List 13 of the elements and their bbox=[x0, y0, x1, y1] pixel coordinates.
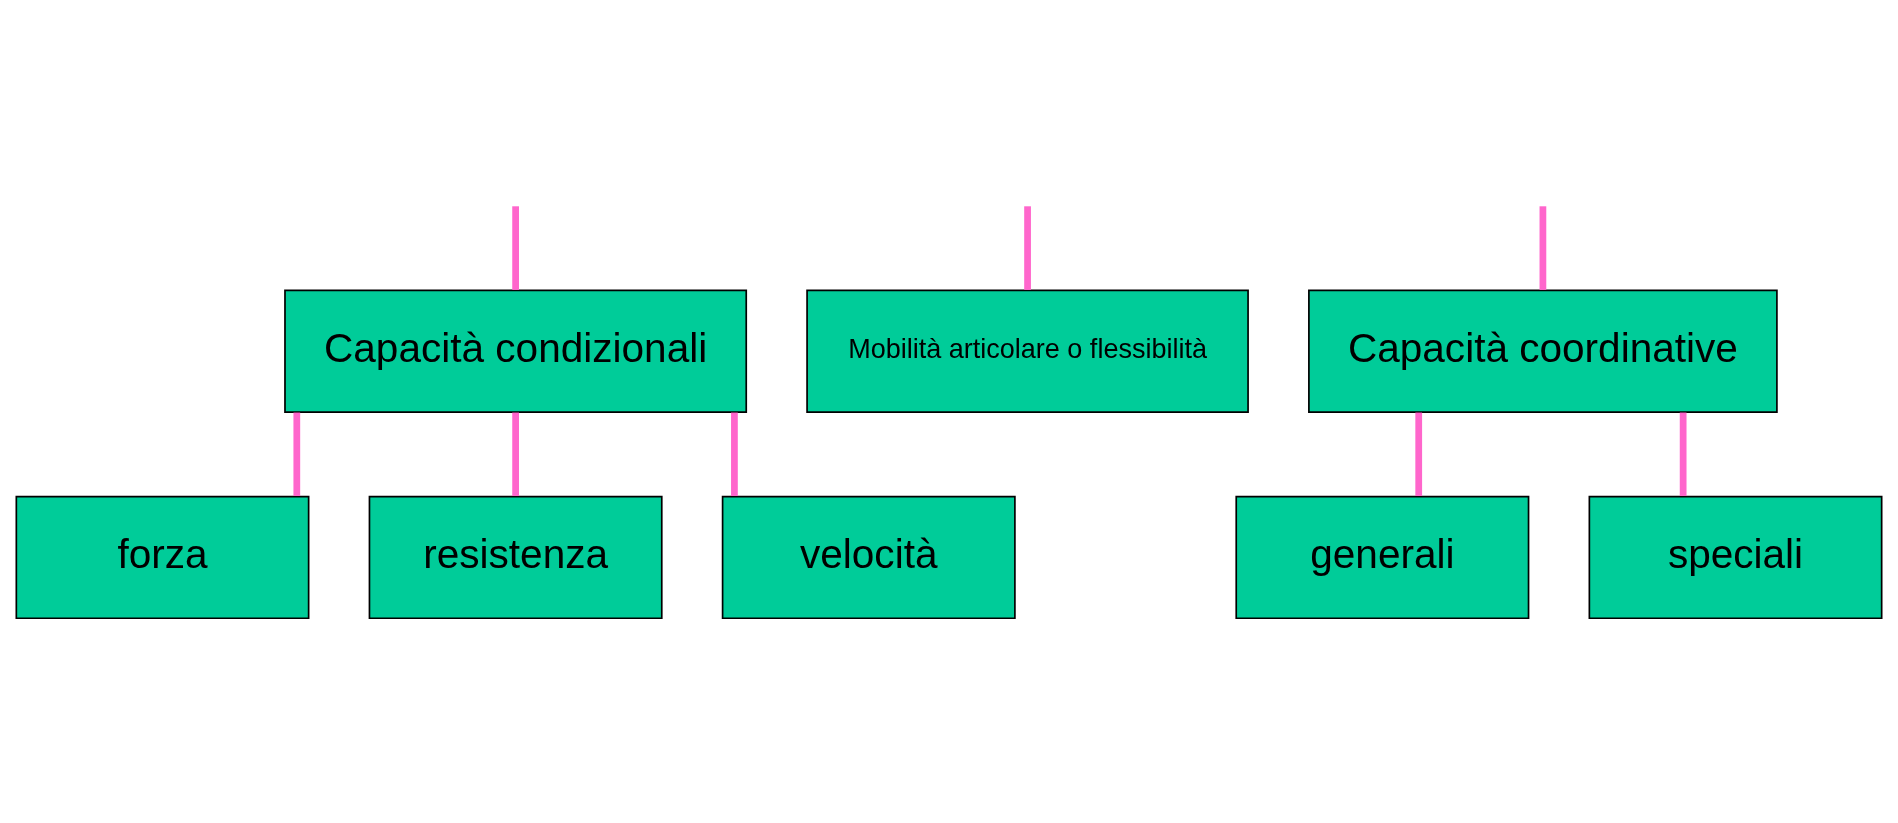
node-box: Capacità condizionali bbox=[284, 289, 748, 413]
node-box: speciali bbox=[1588, 495, 1883, 620]
connector bbox=[512, 412, 519, 496]
connector bbox=[731, 412, 738, 496]
node-box: resistenza bbox=[368, 495, 663, 620]
node-box: generali bbox=[1235, 495, 1530, 620]
node-box: velocità bbox=[721, 495, 1016, 620]
node-box: Capacità coordinative bbox=[1308, 289, 1778, 413]
connector bbox=[1415, 412, 1423, 496]
connector bbox=[293, 412, 301, 496]
node-box: Mobilità articolare o flessibilità bbox=[806, 289, 1249, 413]
connector bbox=[1679, 412, 1687, 496]
node-box: forza bbox=[15, 495, 310, 620]
